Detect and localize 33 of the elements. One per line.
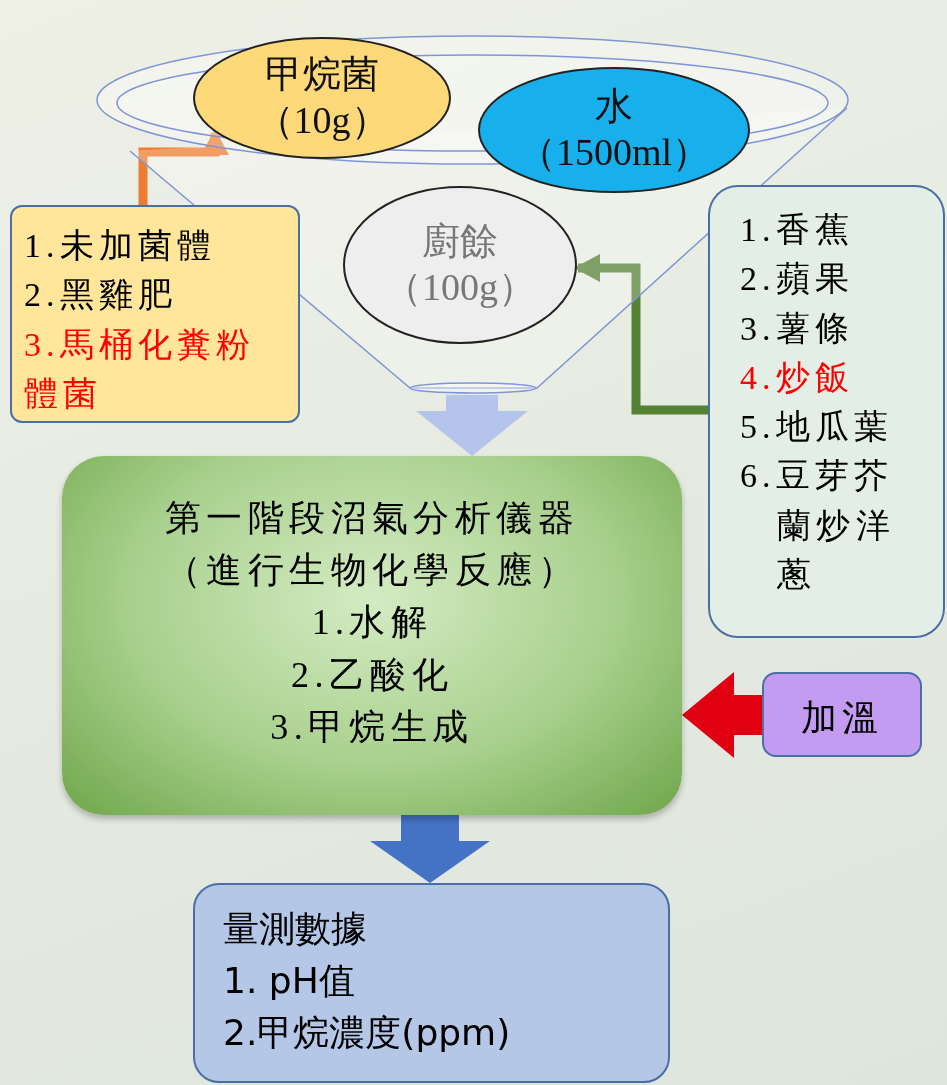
block-arrow [682, 672, 762, 758]
list-item: 1.香蕉 [740, 210, 855, 250]
node-text: 第一階段沼氣分析儀器 [164, 497, 580, 540]
node-text: 水 [595, 84, 633, 130]
list-item: 1.水解 [310, 601, 434, 645]
list-item: 2.黑雞肥 [24, 275, 178, 316]
process-box [62, 456, 682, 815]
node-text: 量測數據 [223, 907, 368, 951]
list-item: 1. pH值 [223, 959, 356, 1004]
text-box [193, 883, 670, 1083]
block-arrow [416, 395, 528, 456]
list-item: 3.馬桶化糞粉體菌 [24, 324, 257, 414]
list-item: 3.甲烷生成 [269, 705, 475, 749]
node-text: （10g） [255, 98, 389, 143]
text-box [10, 205, 300, 423]
arrow [138, 129, 229, 205]
text-box [708, 185, 945, 638]
list-item: 5.地瓜葉 [740, 407, 894, 448]
list-item: 2.乙酸化 [290, 653, 454, 697]
node-text: 加溫 [799, 697, 885, 740]
node-text: 甲烷菌 [265, 52, 379, 98]
list-item: 4.炒飯 [740, 357, 855, 398]
list-item: 1.未加菌體 [24, 226, 218, 266]
list-item: 2.蘋果 [740, 259, 855, 300]
node-text: （100g） [384, 265, 536, 310]
node-text: （進行生物化學反應） [164, 549, 580, 593]
list-item: 6.豆芽芥蘭炒洋蔥 [740, 456, 896, 596]
node-text: （1500ml） [517, 130, 711, 175]
list-item: 3.薯條 [740, 308, 855, 349]
block-arrow [370, 815, 490, 883]
text-box [762, 672, 922, 757]
list-item: 2.甲烷濃度(ppm) [223, 1011, 512, 1056]
node-text: 廚餘 [422, 219, 498, 265]
